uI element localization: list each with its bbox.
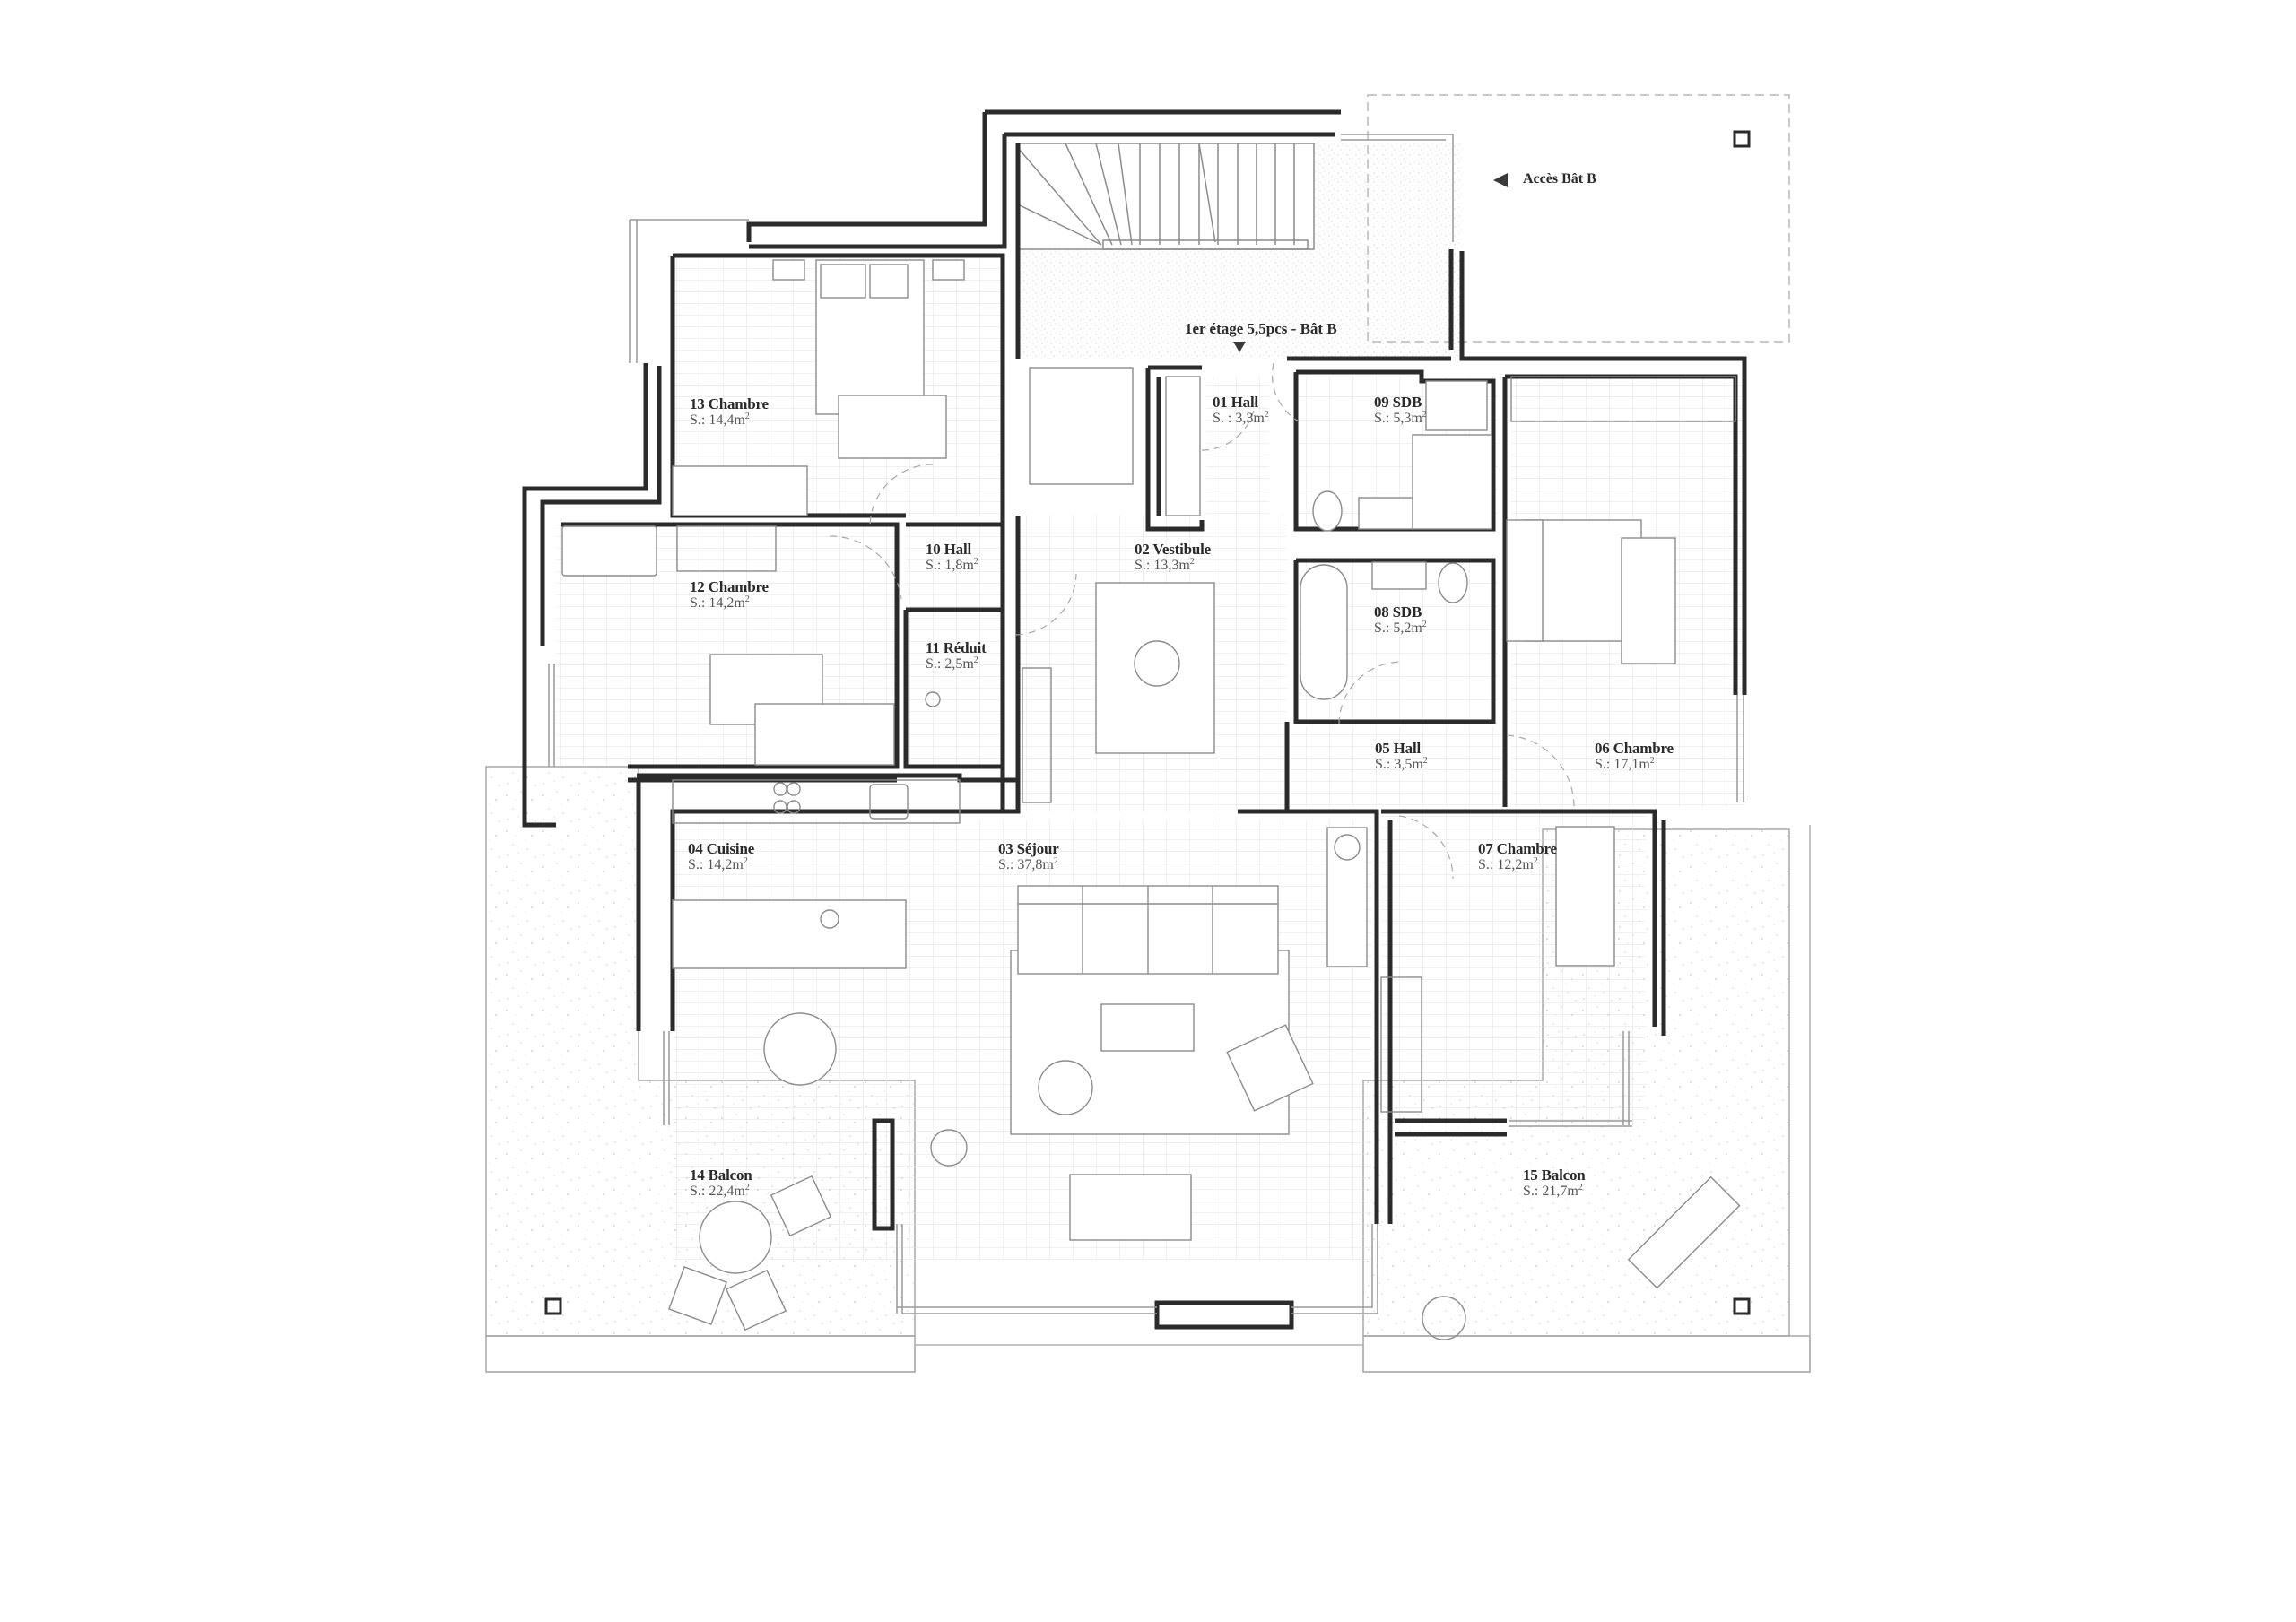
door-swings [829, 362, 1575, 880]
room-name: 13 Chambre [690, 395, 769, 412]
room-area: S.: 17,1m2 [1595, 755, 1655, 772]
walls [522, 109, 1747, 1330]
room-area: S.: 12,2m2 [1478, 855, 1538, 872]
room-name: 09 SDB [1374, 394, 1422, 411]
room-area: S.: 14,2m2 [688, 855, 748, 872]
room-label-06-chambre: 06 Chambre S.: 17,1m2 [1595, 741, 1674, 773]
room-area: S.: 22,4m2 [690, 1182, 750, 1199]
site-outline [486, 825, 1811, 1373]
room-area: S.: 5,3m2 [1374, 409, 1427, 426]
room-area: S. : 3,3m2 [1213, 409, 1269, 426]
room-name: 06 Chambre [1595, 740, 1674, 757]
room-name: 04 Cuisine [688, 840, 755, 857]
room-label-14-balcon: 14 Balcon S.: 22,4m2 [690, 1167, 752, 1200]
room-label-08-sdb: 08 SDB S.: 5,2m2 [1374, 604, 1427, 637]
room-area: S.: 2,5m2 [926, 655, 978, 672]
windows [548, 134, 1744, 1314]
room-area: S.: 14,2m2 [690, 594, 750, 611]
room-area: S.: 13,3m2 [1135, 556, 1195, 573]
room-label-07-chambre: 07 Chambre S.: 12,2m2 [1478, 841, 1557, 873]
staircase [1017, 143, 1315, 250]
columns [544, 130, 1751, 1315]
room-name: 08 SDB [1374, 603, 1422, 620]
room-name: 15 Balcon [1523, 1167, 1586, 1184]
furniture [561, 259, 1741, 1340]
room-area: S.: 14,4m2 [690, 411, 750, 428]
room-label-05-hall: 05 Hall S.: 3,5m2 [1375, 741, 1428, 773]
dining-table-round [763, 1012, 837, 1086]
room-label-11-reduit: 11 Réduit S.: 2,5m2 [926, 640, 987, 672]
room-name: 10 Hall [926, 541, 972, 558]
room-label-03-sejour: 03 Séjour S.: 37,8m2 [998, 841, 1059, 873]
room-name: 12 Chambre [690, 578, 769, 595]
room-label-02-vestibule: 02 Vestibule S.: 13,3m2 [1135, 542, 1211, 574]
room-area: S.: 21,7m2 [1523, 1182, 1583, 1199]
rug-vestibule [1095, 582, 1215, 754]
room-label-09-sdb: 09 SDB S.: 5,3m2 [1374, 395, 1427, 427]
access-label: Accès Bât B [1523, 171, 1596, 186]
access-arrow-icon [1493, 173, 1508, 187]
room-label-01-hall: 01 Hall S. : 3,3m2 [1213, 395, 1269, 427]
room-name: 11 Réduit [926, 639, 987, 656]
room-area: S.: 37,8m2 [998, 855, 1058, 872]
room-name: 05 Hall [1375, 740, 1422, 757]
room-label-13-chambre: 13 Chambre S.: 14,4m2 [690, 396, 769, 429]
room-name: 07 Chambre [1478, 840, 1557, 857]
room-label-15-balcon: 15 Balcon S.: 21,7m2 [1523, 1167, 1586, 1200]
room-label-12-chambre: 12 Chambre S.: 14,2m2 [690, 579, 769, 612]
kitchen-island [672, 899, 907, 969]
floor-title: 1er étage 5,5pcs - Bât B [1185, 320, 1337, 337]
room-name: 14 Balcon [690, 1167, 752, 1184]
entry-arrow-icon [1233, 342, 1246, 352]
room-label-04-cuisine: 04 Cuisine S.: 14,2m2 [688, 841, 754, 873]
room-label-10-hall: 10 Hall S.: 1,8m2 [926, 542, 978, 574]
room-area: S.: 5,2m2 [1374, 619, 1427, 636]
room-name: 01 Hall [1213, 394, 1259, 411]
room-area: S.: 1,8m2 [926, 556, 978, 573]
dining-table [1069, 1174, 1192, 1241]
room-name: 03 Séjour [998, 840, 1059, 857]
room-area: S.: 3,5m2 [1375, 755, 1428, 772]
room-name: 02 Vestibule [1135, 541, 1211, 558]
